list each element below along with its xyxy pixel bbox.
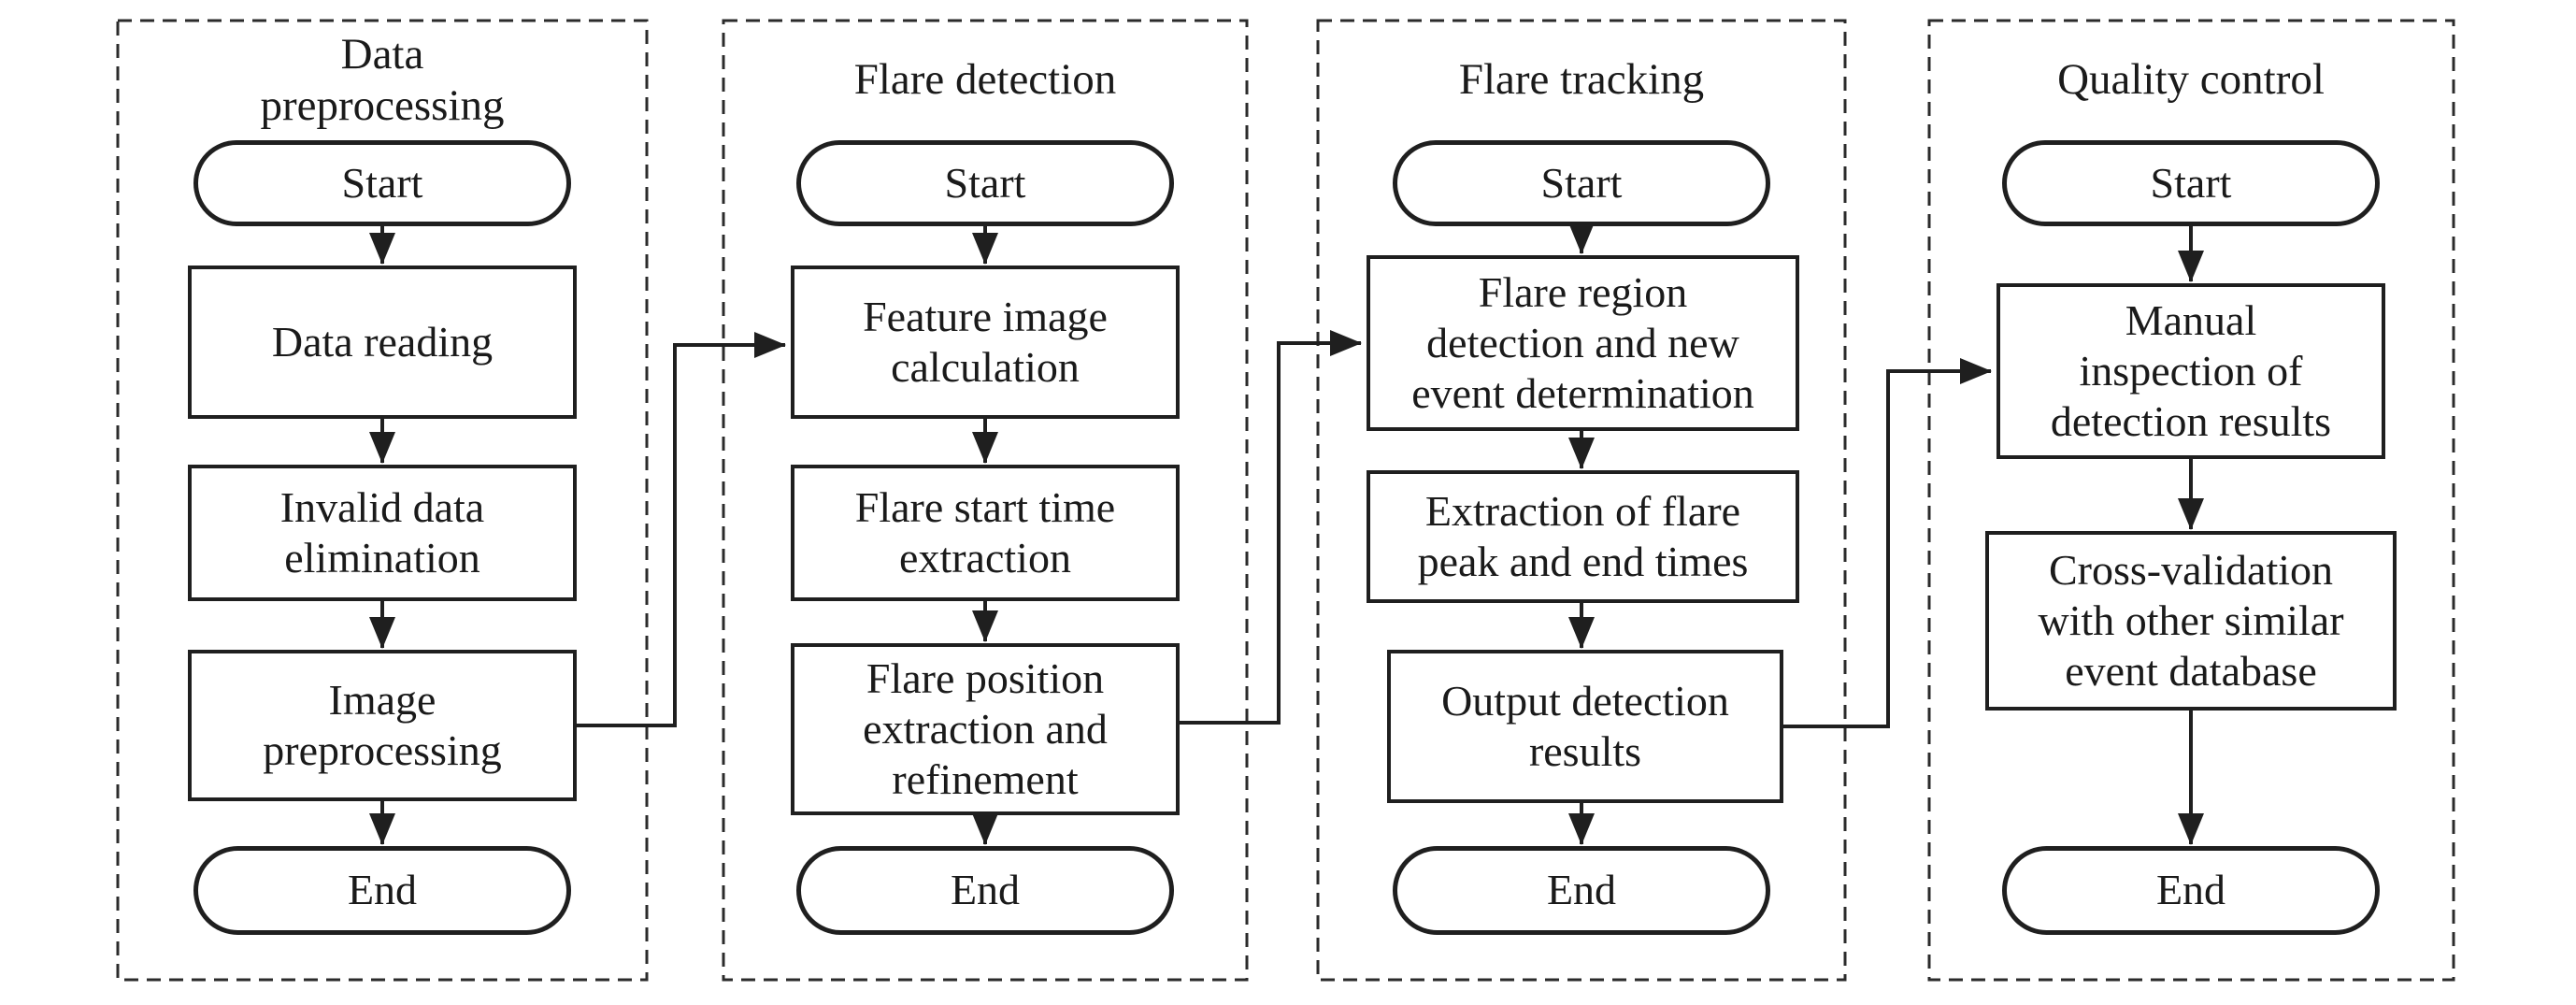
phase-quality-control-end-terminal: End — [2002, 846, 2380, 935]
phase-flare-detection-end-terminal: End — [796, 846, 1174, 935]
connector-image-preprocessing-to-feature-image-calculation — [577, 332, 786, 727]
phase-data-preprocessing-start-terminal: Start — [193, 140, 571, 226]
step-manual-inspection-detection-results: Manual inspection of detection results — [1996, 283, 2385, 459]
phase-data-preprocessing-end-terminal: End — [193, 846, 571, 935]
step-cross-validation-event-database: Cross-validation with other similar even… — [1985, 531, 2397, 711]
phase-data-preprocessing-title: Data preprocessing — [260, 29, 505, 130]
phase-quality-control-start-terminal: Start — [2002, 140, 2380, 226]
phase-flare-tracking-title: Flare tracking — [1458, 55, 1705, 105]
phase-flare-detection-title: Flare detection — [853, 55, 1117, 105]
phase-flare-tracking-end-terminal: End — [1393, 846, 1770, 935]
phase-quality-control-title: Quality control — [2057, 55, 2325, 105]
phase-flare-detection-start-terminal: Start — [796, 140, 1174, 226]
step-extraction-flare-peak-end-times: Extraction of flare peak and end times — [1367, 470, 1799, 603]
step-output-detection-results: Output detection results — [1387, 650, 1783, 803]
phase-flare-tracking-start-terminal: Start — [1393, 140, 1770, 226]
step-feature-image-calculation: Feature image calculation — [791, 266, 1180, 419]
connector-output-results-to-manual-inspection — [1783, 358, 1992, 728]
step-invalid-data-elimination: Invalid data elimination — [188, 465, 577, 601]
step-image-preprocessing: Image preprocessing — [188, 650, 577, 801]
phase-flare-tracking-boundary — [1316, 19, 1847, 982]
phase-data-preprocessing-boundary — [116, 19, 649, 982]
step-flare-start-time-extraction: Flare start time extraction — [791, 465, 1180, 601]
connector-flare-position-to-flare-region-detection — [1180, 330, 1362, 725]
step-data-reading: Data reading — [188, 266, 577, 419]
step-flare-position-extraction-refinement: Flare position extraction and refinement — [791, 643, 1180, 815]
step-flare-region-detection-new-event: Flare region detection and new event det… — [1367, 255, 1799, 431]
